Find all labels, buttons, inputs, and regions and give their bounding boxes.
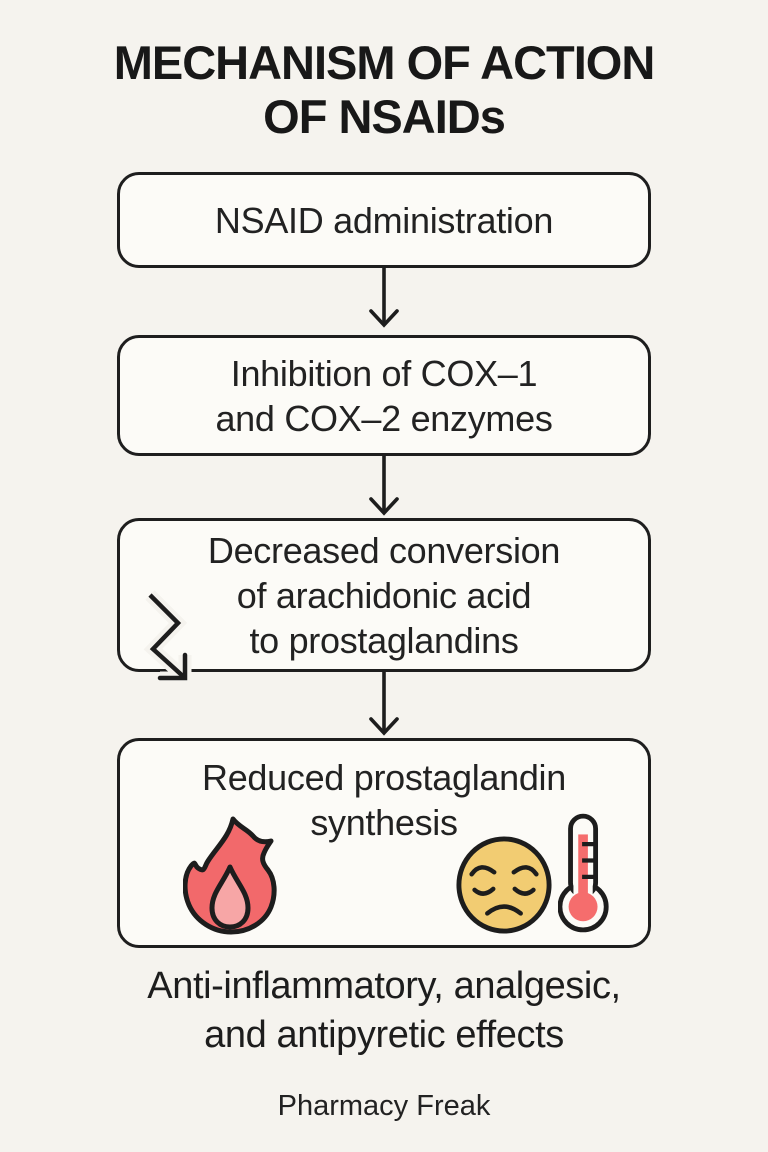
flow-box-text: Inhibition of COX–1	[230, 352, 538, 394]
flow-box-cox-inhibition: Inhibition of COX–1 and COX–2 enzymes	[117, 335, 651, 456]
zigzag-decline-arrow-icon	[143, 590, 192, 685]
thermometer-icon	[558, 813, 609, 933]
effects-line2: and antipyretic effects	[204, 1014, 564, 1056]
page-title: MECHANISM OF ACTION OF NSAIDs	[0, 36, 768, 144]
flow-box-nsaid-administration: NSAID administration	[117, 172, 651, 268]
effects-line1: Anti-inflammatory, analgesic,	[147, 965, 621, 1007]
page-title-line1: MECHANISM OF ACTION	[113, 36, 656, 89]
flow-box-decreased-conversion: Decreased conversion of arachidonic acid…	[117, 518, 651, 672]
effects-caption: Anti-inflammatory, analgesic, and antipy…	[0, 962, 768, 1060]
flow-box-text: to prostaglandins	[249, 619, 519, 661]
down-arrow-icon	[369, 456, 399, 516]
flow-box-text: NSAID administration	[214, 199, 554, 241]
flow-box-text: Decreased conversion	[207, 529, 561, 571]
flow-box-text: and COX–2 enzymes	[215, 397, 553, 439]
flame-icon	[183, 816, 277, 935]
page-title-line2: OF NSAIDs	[263, 90, 506, 143]
sad-face-icon	[456, 836, 552, 934]
down-arrow-icon	[369, 268, 399, 328]
brand-credit: Pharmacy Freak	[277, 1090, 491, 1122]
flow-box-text: synthesis	[310, 802, 458, 843]
flow-box-text: of arachidonic acid	[236, 574, 532, 616]
flow-box-text: Reduced prostaglandin	[202, 757, 566, 798]
down-arrow-icon	[369, 672, 399, 736]
